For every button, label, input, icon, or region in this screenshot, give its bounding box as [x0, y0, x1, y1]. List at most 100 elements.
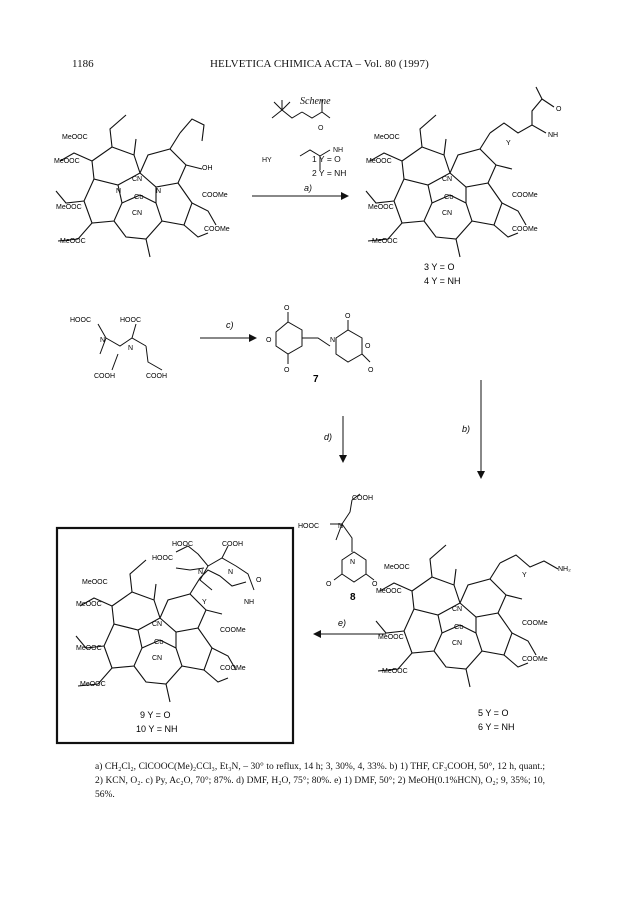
hooc-label: HOOC: [298, 523, 319, 530]
cn-label-bottom: CN: [152, 655, 162, 662]
scheme-caption: a) CH₂Cl₂, ClCOOC(Me)₂CCl₃, Et₃N, – 30° …: [95, 762, 545, 800]
step-c-label: c): [226, 320, 234, 330]
cn-label-top: CN: [452, 606, 462, 613]
compound-7-label: 7: [313, 374, 319, 385]
meooc-label-4: MeOOC: [60, 238, 86, 245]
cobalt-label: Co: [134, 192, 144, 201]
cn-label-bottom: CN: [452, 640, 462, 647]
oh-label: OH: [202, 165, 213, 172]
monoanhydride-8: [330, 493, 375, 583]
compound-1-label: 1 Y = O: [312, 154, 341, 164]
reagent-1-2: HY O NH 1 Y = O 2 Y = NH a): [262, 100, 346, 193]
meooc-label-1: MeOOC: [62, 134, 88, 141]
reaction-scheme: MeOOC MeOOC MeOOC MeOOC OH COOMe COOMe C…: [54, 86, 571, 745]
nh-label: NH: [548, 132, 558, 139]
coome-label-2: COOMe: [522, 656, 548, 663]
n-label: N: [350, 559, 355, 566]
compound-9-label: 9 Y = O: [140, 710, 170, 720]
compound-10-label: 10 Y = NH: [136, 724, 177, 734]
hooc-label-2: HOOC: [152, 555, 173, 562]
dtpa-structure: [97, 323, 163, 371]
cn-label-top: CN: [152, 621, 162, 628]
o-label: O: [372, 581, 378, 588]
n-label: N: [198, 569, 203, 576]
journal-header: HELVETICA CHIMICA ACTA – Vol. 80 (1997): [210, 58, 429, 70]
compound-4-label: 4 Y = NH: [424, 276, 460, 286]
meooc-label-3: MeOOC: [378, 634, 404, 641]
y-label: Y: [202, 599, 207, 606]
hooc-label-2: HOOC: [120, 317, 141, 324]
o-label: O: [326, 581, 332, 588]
o-label: O: [368, 367, 374, 374]
cooh-label-1: COOH: [94, 373, 115, 380]
hooc-label-1: HOOC: [70, 317, 91, 324]
reactant-cobalamin: MeOOC MeOOC MeOOC MeOOC OH COOMe COOMe C…: [54, 114, 230, 258]
meooc-label-4: MeOOC: [382, 668, 408, 675]
compound-2-label: 2 Y = NH: [312, 168, 346, 178]
meooc-label-3: MeOOC: [368, 204, 394, 211]
compound-3-label: 3 Y = O: [424, 262, 454, 272]
coome-label-1: COOMe: [522, 620, 548, 627]
hooc-label-1: HOOC: [172, 541, 193, 548]
compound-8-label: 8: [350, 592, 356, 603]
cobalt-label: Co: [454, 622, 464, 631]
coome-label-1: COOMe: [202, 192, 228, 199]
step-b-label: b): [462, 424, 470, 434]
cn-label-top: CN: [132, 176, 142, 183]
final-product-9-10: HOOC COOH HOOC N N O NH Y MeOOC MeOOC Me…: [75, 541, 262, 734]
nh-label: NH: [244, 599, 254, 606]
o-label: O: [345, 313, 351, 320]
meooc-label-3: MeOOC: [56, 204, 82, 211]
n-label: N: [228, 569, 233, 576]
cn-label-bottom: CN: [442, 210, 452, 217]
meooc-label-4: MeOOC: [80, 681, 106, 688]
coome-label-2: COOMe: [512, 226, 538, 233]
meooc-label-2: MeOOC: [76, 601, 102, 608]
meooc-label-1: MeOOC: [374, 134, 400, 141]
n-label: N: [100, 337, 105, 344]
scheme-title: Scheme: [300, 96, 331, 107]
coome-label-2: COOMe: [220, 665, 246, 672]
step-d-label: d): [324, 432, 332, 442]
cobalt-label: Co: [154, 637, 164, 646]
nh2-label: NH₂: [558, 566, 571, 573]
o-label: O: [256, 577, 262, 584]
meooc-label-2: MeOOC: [376, 588, 402, 595]
compound-6-label: 6 Y = NH: [478, 722, 514, 732]
o-label: O: [365, 343, 371, 350]
meooc-label-1: MeOOC: [82, 579, 108, 586]
n-label: N: [330, 337, 335, 344]
step-e-label: e): [338, 618, 346, 628]
product-cobalamin-3-4: MeOOC MeOOC MeOOC MeOOC Y NH O COOMe COO…: [365, 86, 562, 258]
nh-label: NH: [333, 147, 343, 154]
hy-label: HY: [262, 157, 272, 164]
amine-cobalamin-5-6: MeOOC MeOOC MeOOC MeOOC Y NH₂ COOMe COOM…: [375, 544, 571, 688]
meooc-label-3: MeOOC: [76, 645, 102, 652]
meooc-label-4: MeOOC: [372, 238, 398, 245]
n-label: N: [116, 188, 121, 195]
coome-label-1: COOMe: [220, 627, 246, 634]
o-label: O: [284, 367, 290, 374]
y-label: Y: [522, 572, 527, 579]
compound-5-label: 5 Y = O: [478, 708, 508, 718]
o-label: O: [556, 106, 562, 113]
cn-label-bottom: CN: [132, 210, 142, 217]
o-label: O: [318, 125, 324, 132]
n-label: N: [338, 523, 343, 530]
step-a-label: a): [304, 183, 312, 193]
meooc-label-1: MeOOC: [384, 564, 410, 571]
cn-label-top: CN: [442, 176, 452, 183]
cobalt-label: Co: [444, 192, 454, 201]
coome-label-1: COOMe: [512, 192, 538, 199]
y-label: Y: [506, 140, 511, 147]
o-label: O: [266, 337, 272, 344]
n-label: N: [128, 345, 133, 352]
o-label: O: [284, 305, 290, 312]
n-label: N: [156, 188, 161, 195]
coome-label-2: COOMe: [204, 226, 230, 233]
meooc-label-2: MeOOC: [54, 158, 80, 165]
page-number: 1186: [72, 58, 94, 70]
meooc-label-2: MeOOC: [366, 158, 392, 165]
cooh-label-1: COOH: [222, 541, 243, 548]
cooh-label-2: COOH: [146, 373, 167, 380]
